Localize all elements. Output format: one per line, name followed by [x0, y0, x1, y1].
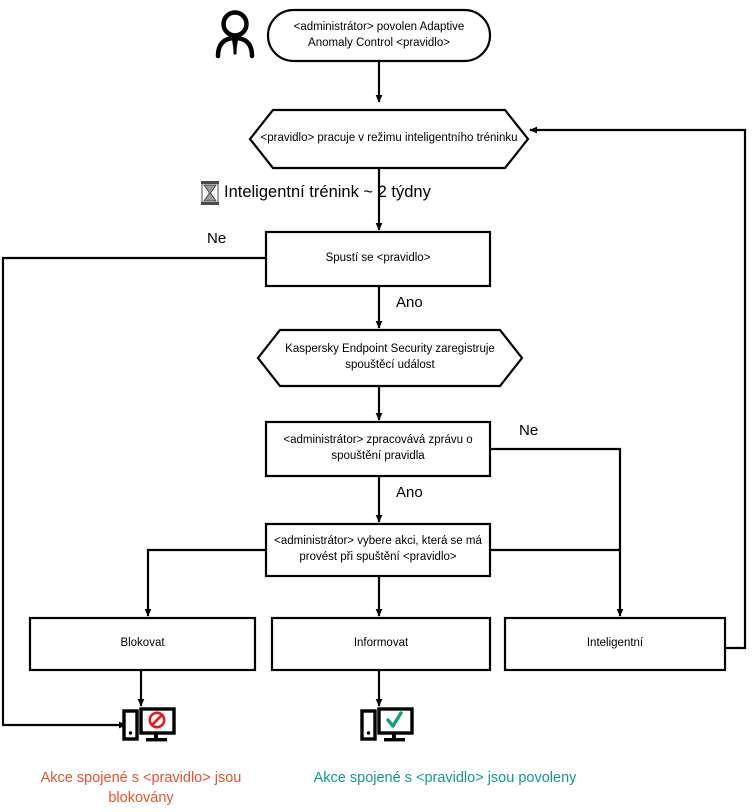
- admin-processes-shape: [264, 420, 492, 478]
- edge-label-rule-triggers-no: Ne: [207, 230, 227, 247]
- user-icon: [215, 10, 255, 59]
- kes-registers-shape: [256, 328, 524, 388]
- allowed-outcome-caption: Akce spojené s <pravidlo> jsou povoleny: [313, 770, 577, 786]
- edge-label-rule-triggers-yes: Ano: [396, 294, 423, 311]
- action-smart-shape: [503, 616, 727, 672]
- admin-selects-shape: [264, 522, 492, 578]
- computer-blocked-icon: [122, 707, 176, 742]
- blocked-outcome-caption: Akce spojené s <pravidlo> jsou blokovány: [40, 770, 242, 807]
- computer-allowed-icon: [360, 707, 414, 742]
- hourglass-icon: [201, 181, 219, 205]
- training-timer-label: Inteligentní trénink ~ 2 týdny: [224, 183, 431, 201]
- training-mode-shape: [248, 108, 530, 170]
- start-node-shape: [266, 8, 492, 63]
- edge-label-admin-processes-yes: Ano: [396, 484, 423, 501]
- rule-triggers-shape: [264, 230, 492, 288]
- edge-label-admin-processes-no: Ne: [519, 422, 539, 439]
- action-block-shape: [28, 616, 257, 672]
- action-inform-shape: [270, 616, 492, 672]
